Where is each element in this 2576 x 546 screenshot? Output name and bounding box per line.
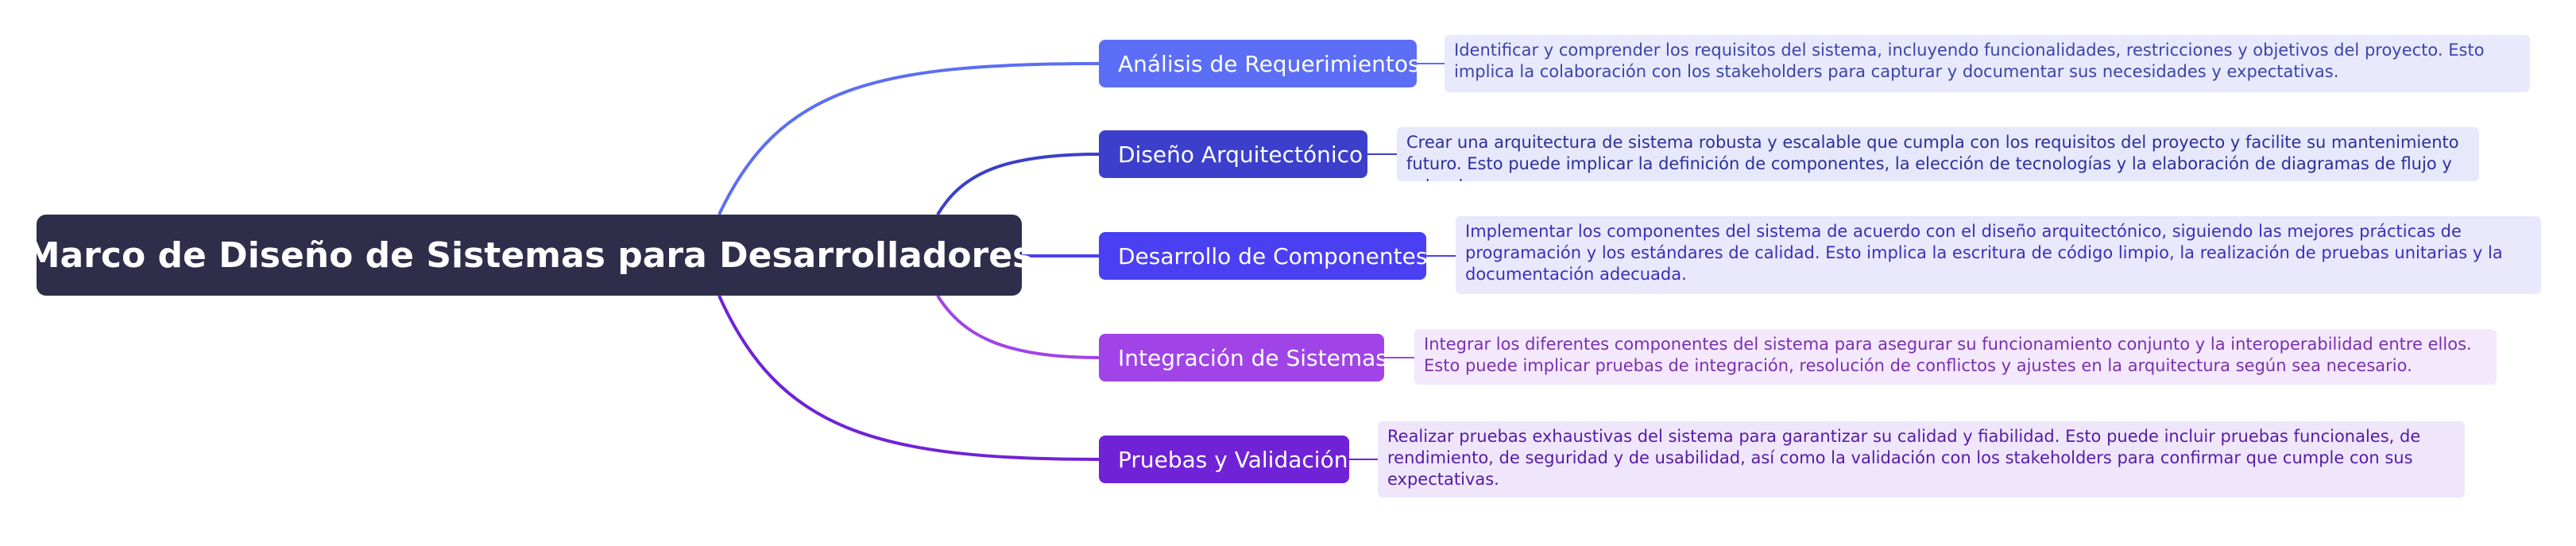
topic-desarrollo-de-componentes[interactable]: Desarrollo de Componentes [1099, 232, 1428, 280]
root-topic[interactable]: Marco de Diseño de Sistemas para Desarro… [25, 215, 1033, 296]
topic-integracion-de-sistemas[interactable]: Integración de Sistemas [1099, 334, 1387, 381]
topic-analisis-de-requerimientos[interactable]: Análisis de Requerimientos [1099, 40, 1420, 87]
description-text: Realizar pruebas exhaustivas del sistema… [1387, 427, 2421, 489]
topic-label: Integración de Sistemas [1118, 344, 1387, 371]
root-topic-label: Marco de Diseño de Sistemas para Desarro… [25, 234, 1034, 276]
description-text: Implementar los componentes del sistema … [1465, 222, 2503, 284]
topic-diseno-arquitectonico[interactable]: Diseño Arquitectónico [1099, 130, 1367, 178]
description-diseno-arquitectonico[interactable]: Crear una arquitectura de sistema robust… [1397, 127, 2479, 181]
topic-label: Análisis de Requerimientos [1118, 50, 1420, 77]
connector-branch-3 [936, 294, 1100, 359]
connector-branch-1 [936, 153, 1100, 216]
topic-label: Diseño Arquitectónico [1118, 141, 1363, 168]
description-text: Identificar y comprender los requisitos … [1454, 41, 2485, 81]
description-desarrollo-de-componentes[interactable]: Implementar los componentes del sistema … [1456, 216, 2541, 294]
description-text: Integrar los diferentes componentes del … [1424, 335, 2472, 375]
topic-label: Desarrollo de Componentes [1118, 242, 1428, 269]
description-integracion-de-sistemas[interactable]: Integrar los diferentes componentes del … [1414, 329, 2497, 385]
topic-label: Pruebas y Validación [1118, 446, 1348, 473]
description-pruebas-y-validacion[interactable]: Realizar pruebas exhaustivas del sistema… [1378, 421, 2465, 498]
connector-branch-0 [717, 62, 1100, 215]
description-text: Crear una arquitectura de sistema robust… [1406, 133, 2459, 181]
description-analisis-de-requerimientos[interactable]: Identificar y comprender los requisitos … [1445, 35, 2530, 92]
connector-branch-4 [717, 295, 1100, 461]
topic-pruebas-y-validacion[interactable]: Pruebas y Validación [1099, 436, 1349, 483]
